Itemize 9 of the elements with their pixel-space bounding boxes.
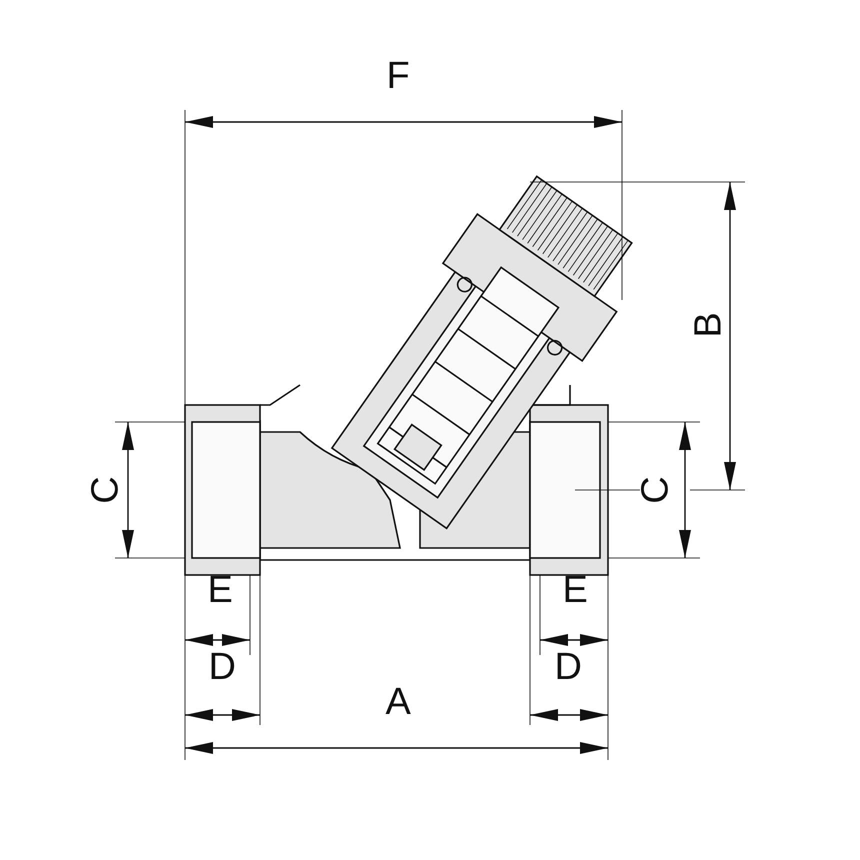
dimension-label: C [636,476,674,504]
dimension-label: E [208,571,233,609]
dimension-label: D [208,648,236,686]
dimension-label: A [386,683,411,721]
dimension-label: E [562,571,588,609]
dimension-label: D [554,648,582,686]
dimension-label: B [689,312,728,338]
dimension-label: C [86,476,124,504]
dimension-label: F [386,57,410,95]
